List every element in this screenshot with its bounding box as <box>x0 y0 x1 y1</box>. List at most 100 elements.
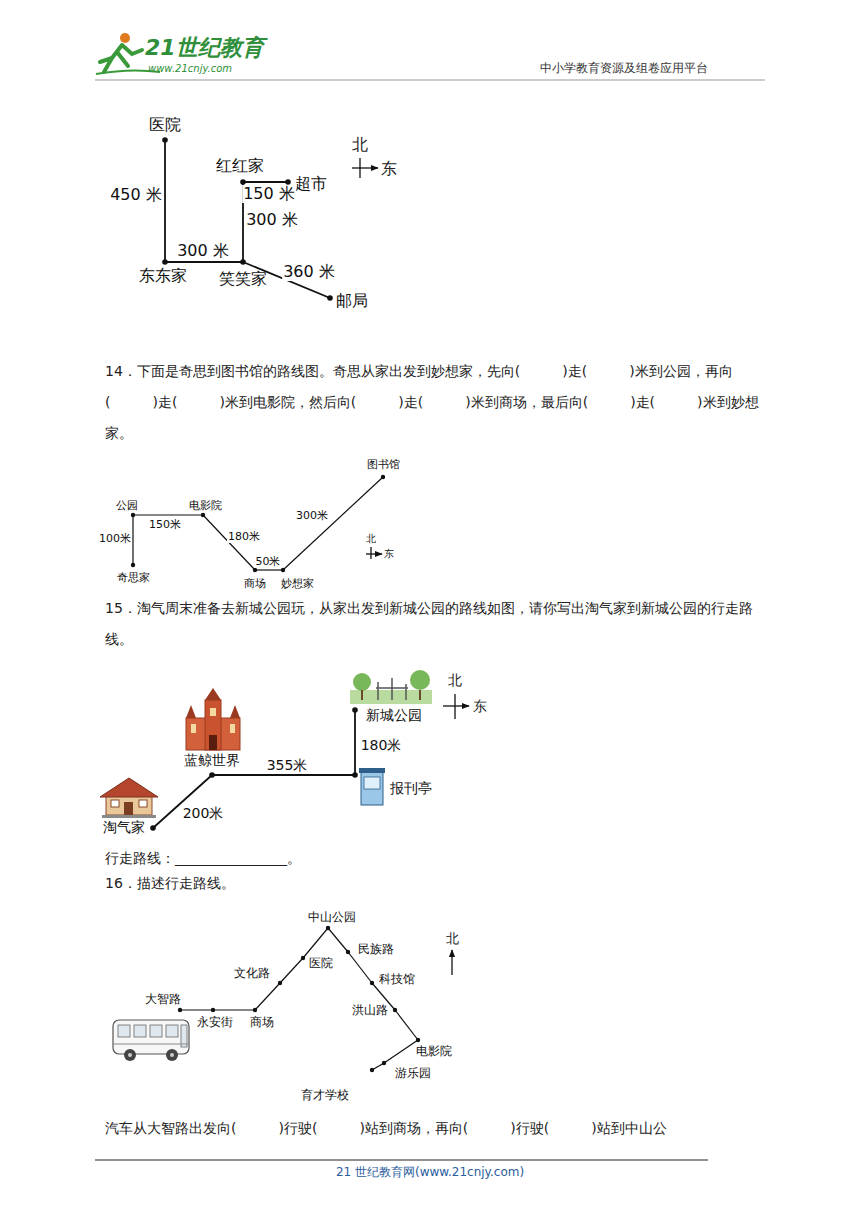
distance-label: 360 米 <box>282 263 336 281</box>
place-label: 科技馆 <box>379 973 415 986</box>
place-name: 图书馆 <box>367 459 400 471</box>
place-label: 笑笑家 <box>219 270 267 288</box>
place-label: 妙想家 <box>281 578 314 590</box>
place-dot <box>393 1008 397 1012</box>
route-line <box>255 569 283 570</box>
place-name: 淘气家 <box>103 820 145 835</box>
place-dot <box>381 475 385 479</box>
place-label: 邮局 <box>336 292 368 310</box>
place-dot <box>253 1008 257 1012</box>
note-text: 东 <box>381 160 397 178</box>
place-dot <box>382 1061 386 1065</box>
place-dot <box>131 563 135 567</box>
place-label: 医院 <box>309 957 333 970</box>
place-label: 商场 <box>250 1016 274 1029</box>
place-dot <box>211 1008 215 1012</box>
place-name: 公园 <box>116 500 138 512</box>
place-name: 医院 <box>149 116 181 134</box>
route-line <box>303 928 328 958</box>
place-name: 商场 <box>250 1016 274 1029</box>
place-name: 超市 <box>295 175 327 193</box>
place-name: 东东家 <box>139 267 187 285</box>
place-label: 东东家 <box>139 267 187 285</box>
place-name: 电影院 <box>416 1045 452 1058</box>
route-line <box>354 710 356 775</box>
place-label: 奇思家 <box>117 572 150 584</box>
distance-label: 300 米 <box>245 211 299 229</box>
place-dot <box>416 1038 420 1042</box>
place-dot <box>131 513 135 517</box>
place-name: 医院 <box>309 957 333 970</box>
note-text: 行走路线：________________。 <box>105 851 301 866</box>
place-label: 超市 <box>295 175 327 193</box>
place-label: 民族路 <box>358 943 394 956</box>
place-dot <box>253 568 257 572</box>
place-label: 公园 <box>116 500 138 512</box>
route-line <box>255 983 280 1010</box>
place-name: 游乐园 <box>395 1067 431 1080</box>
place-dot <box>352 772 358 778</box>
route-line <box>243 181 288 183</box>
place-name: 文化路 <box>234 967 270 980</box>
note-text: 中小学教育资源及组卷应用平台 <box>540 62 708 75</box>
place-dot <box>162 137 168 143</box>
note-text: 21世纪教育 <box>145 36 264 60</box>
route-line <box>395 1010 418 1040</box>
place-dot <box>285 179 291 185</box>
note-text: 21 世纪教育网(www.21cnjy.com) <box>336 1166 524 1179</box>
place-name: 大智路 <box>145 993 181 1006</box>
place-name: 中山公园 <box>308 911 356 924</box>
place-name: 育才学校 <box>301 1089 349 1102</box>
distance-label: 50米 <box>255 556 282 568</box>
route-line <box>133 514 203 515</box>
place-label: 育才学校 <box>301 1089 349 1102</box>
distance-label: 180米 <box>227 531 261 543</box>
place-label: 文化路 <box>234 967 270 980</box>
compass <box>352 158 469 975</box>
place-name: 科技馆 <box>379 973 415 986</box>
place-name: 红红家 <box>216 157 264 175</box>
bus-icon <box>113 1020 189 1061</box>
place-name: 洪山路 <box>352 1004 388 1017</box>
place-label: 新城公园 <box>366 708 422 723</box>
place-label: 永安街 <box>197 1016 233 1029</box>
place-dot <box>209 772 215 778</box>
distance-label: 180米 <box>360 738 403 753</box>
place-label: 医院 <box>149 116 181 134</box>
place-dot <box>281 568 285 572</box>
route-line <box>180 1009 213 1010</box>
kiosk-icon <box>359 768 385 805</box>
place-name: 永安街 <box>197 1016 233 1029</box>
place-dot <box>352 707 358 713</box>
place-dot <box>150 825 156 831</box>
distance-label: 150 米 <box>242 185 296 203</box>
place-label: 商场 <box>244 578 266 590</box>
place-name: 奇思家 <box>117 572 150 584</box>
distance-label: 300 米 <box>176 242 230 260</box>
place-dot <box>240 259 246 265</box>
place-dot <box>240 179 246 185</box>
note-text: 东 <box>384 548 394 559</box>
place-dot <box>201 513 205 517</box>
distance-label: 100米 <box>98 533 132 545</box>
route-line <box>164 140 166 262</box>
note-text: 北 <box>448 673 462 688</box>
route-line <box>165 261 243 263</box>
place-dot <box>346 950 350 954</box>
place-name: 妙想家 <box>281 578 314 590</box>
place-dot <box>301 956 305 960</box>
note-text: 北 <box>352 136 368 154</box>
place-dot <box>370 981 374 985</box>
place-name: 民族路 <box>358 943 394 956</box>
place-dot <box>326 926 330 930</box>
note-text: www.21cnjy.com <box>148 63 232 74</box>
distance-label: 300米 <box>295 510 329 522</box>
place-name: 报刊亭 <box>390 781 432 796</box>
place-name: 邮局 <box>336 292 368 310</box>
route-line <box>348 952 372 983</box>
place-dot <box>327 295 333 301</box>
route-line <box>328 928 348 952</box>
place-label: 淘气家 <box>103 820 145 835</box>
park-icon <box>350 670 432 704</box>
place-label: 电影院 <box>189 500 222 512</box>
